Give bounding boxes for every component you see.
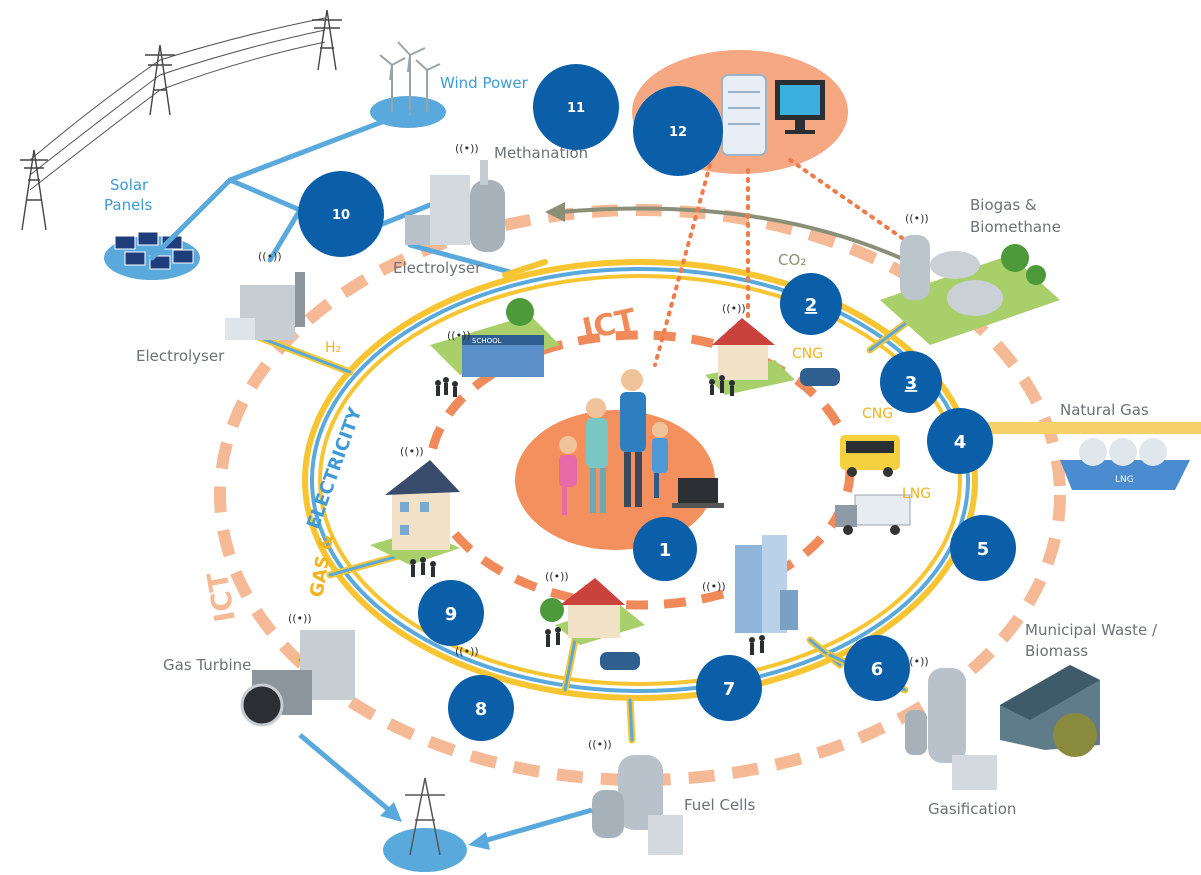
- marker-1[interactable]: 1: [633, 517, 697, 581]
- biogas-plant-icon: [880, 235, 1060, 345]
- office-tower-icon: [735, 535, 798, 633]
- wireless-icon: ((•)): [722, 302, 746, 315]
- pylon-icon: [20, 9, 342, 231]
- label-methanation: Methanation: [494, 144, 588, 162]
- label-municipal-2: Biomass: [1025, 642, 1088, 660]
- marker-4[interactable]: 4: [927, 408, 993, 474]
- marker-9[interactable]: 9: [418, 580, 484, 646]
- label-biogas-2: Biomethane: [970, 218, 1061, 236]
- svg-text:5: 5: [977, 539, 990, 560]
- main-grid-ring-yellow-inner: [318, 274, 962, 686]
- school-icon: SCHOOL: [430, 298, 560, 377]
- gasification-plant-icon: [905, 665, 1100, 790]
- label-natural-gas: Natural Gas: [1060, 401, 1149, 419]
- main-grid-ring-blue: [310, 267, 970, 693]
- svg-text:SCHOOL: SCHOOL: [472, 337, 502, 345]
- svg-text:4: 4: [954, 432, 967, 453]
- label-co2: CO₂: [778, 251, 806, 269]
- label-fuel-cells: Fuel Cells: [684, 796, 756, 814]
- truck-icon: [835, 494, 911, 535]
- methanation-plant-icon: [405, 160, 505, 252]
- co2-arrow-head-icon: [545, 202, 565, 222]
- renewable-feeder-lines: [149, 109, 513, 275]
- wind-turbine-icon: [379, 41, 441, 115]
- lng-ship-label: LNG: [1115, 475, 1134, 485]
- house-cng-icon: [705, 318, 840, 395]
- marker-3[interactable]: 3: [880, 351, 942, 413]
- marker-12[interactable]: 12: [633, 86, 723, 176]
- svg-text:10: 10: [332, 208, 350, 223]
- svg-text:9: 9: [445, 604, 458, 625]
- label-lng: LNG: [902, 486, 931, 502]
- label-electrolyser-left: Electrolyser: [136, 347, 225, 365]
- label-ict-inner: ICT: [579, 302, 639, 347]
- fuel-cells-icon: [592, 755, 683, 855]
- label-cng-1: CNG: [792, 346, 823, 362]
- power-transmission-lines: [29, 17, 326, 191]
- substation-pylon-icon: [405, 777, 445, 856]
- svg-text:1: 1: [659, 540, 672, 561]
- svg-text:6: 6: [871, 659, 884, 680]
- wireless-icon: ((•)): [905, 655, 929, 668]
- ict-data-links: [653, 158, 907, 367]
- wireless-icon: ((•)): [545, 570, 569, 583]
- wireless-icon: ((•)): [702, 580, 726, 593]
- lng-ship-icon: LNG: [1060, 438, 1190, 490]
- gas-turbine-icon: [240, 630, 355, 727]
- label-gasification: Gasification: [928, 800, 1016, 818]
- label-electrolyser-top: Electrolyser: [393, 259, 482, 277]
- wireless-icon: ((•)): [400, 445, 424, 458]
- marker-11[interactable]: 11: [533, 64, 619, 150]
- wireless-icon: ((•)): [288, 612, 312, 625]
- substation-pad: [383, 828, 467, 872]
- label-wind-power: Wind Power: [440, 74, 529, 92]
- label-biogas-1: Biogas &: [970, 196, 1037, 214]
- family-icon: [559, 369, 724, 515]
- svg-text:3: 3: [905, 373, 918, 394]
- svg-text:11: 11: [567, 101, 585, 116]
- server-icon: [721, 74, 767, 156]
- monitor-icon: [775, 80, 825, 134]
- people-icon: [410, 375, 765, 655]
- wireless-signal-icons: ((•)) ((•)) ((•)) ((•)) ((•)) ((•)) ((•)…: [258, 142, 929, 751]
- wireless-icon: ((•)): [905, 212, 929, 225]
- electrolyser-left-icon: [225, 272, 305, 340]
- marker-6[interactable]: 6: [844, 635, 910, 701]
- label-solar-1: Solar: [110, 176, 149, 194]
- bus-icon: [840, 435, 900, 477]
- svg-text:2: 2: [805, 295, 818, 316]
- label-cng-2: CNG: [862, 406, 893, 422]
- wireless-icon: ((•)): [447, 329, 471, 342]
- svg-text:8: 8: [475, 699, 488, 720]
- wireless-icon: ((•)): [588, 738, 612, 751]
- power-output-arrows: [298, 733, 593, 845]
- svg-text:7: 7: [723, 679, 736, 700]
- wireless-icon: ((•)): [455, 142, 479, 155]
- label-municipal-1: Municipal Waste /: [1025, 621, 1158, 639]
- marker-5[interactable]: 5: [950, 515, 1016, 581]
- wireless-icon: ((•)): [258, 250, 282, 263]
- label-solar-2: Panels: [104, 196, 152, 214]
- marker-8[interactable]: 8: [448, 675, 514, 741]
- wireless-icon: ((•)): [455, 645, 479, 658]
- marker-7[interactable]: 7: [696, 655, 762, 721]
- arrow-head-icon: [468, 832, 490, 850]
- arrow-head-icon: [380, 802, 402, 822]
- house-ev-icon: [540, 578, 645, 670]
- marker-2[interactable]: 2: [780, 273, 842, 335]
- marker-10[interactable]: 10: [298, 171, 384, 257]
- label-gas-turbine: Gas Turbine: [163, 656, 251, 674]
- house-solar-icon: [370, 460, 460, 565]
- main-grid-ring-yellow-outer: [302, 259, 978, 701]
- svg-text:12: 12: [669, 125, 687, 140]
- label-h2: H₂: [325, 340, 341, 356]
